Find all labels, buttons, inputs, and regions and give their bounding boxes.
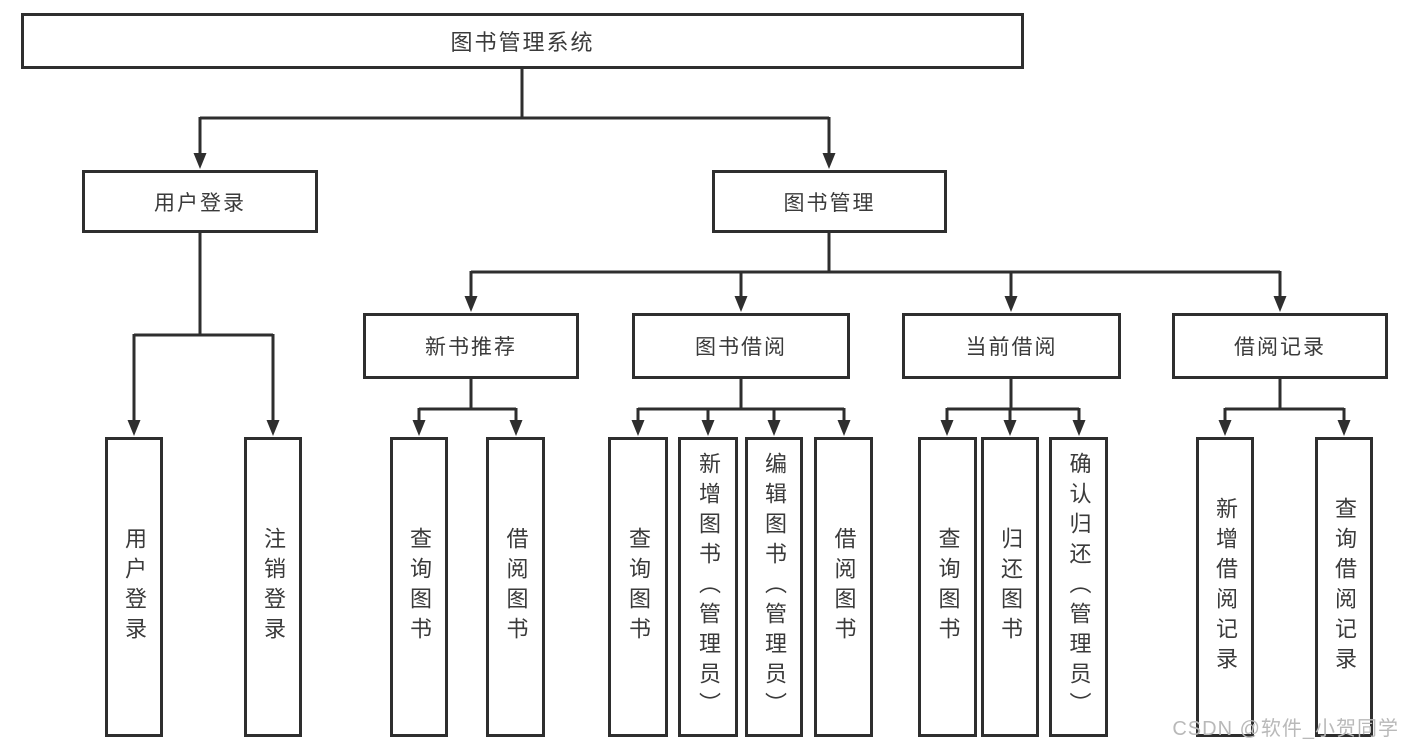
node-label: 查询图书 — [407, 527, 432, 647]
node-label: 新增图书（管理员） — [696, 452, 721, 722]
arrowhead — [1218, 420, 1232, 436]
leaf-query-books-current: 查询图书 — [918, 437, 977, 737]
arrowhead — [837, 420, 851, 436]
arrowhead — [412, 420, 426, 436]
arrowhead — [193, 153, 207, 169]
node-label: 查询图书 — [935, 527, 961, 647]
node-label: 图书管理 — [783, 191, 876, 215]
node-label: 注销登录 — [261, 527, 286, 647]
node-label: 归还图书 — [998, 527, 1023, 647]
node-label: 确认归还（管理员） — [1066, 452, 1092, 722]
node-label: 图书管理系统 — [450, 30, 595, 55]
connector-path — [132, 69, 1346, 423]
arrowhead — [1273, 296, 1287, 312]
node-label: 借阅图书 — [831, 527, 857, 647]
node-current-borrow: 当前借阅 — [902, 313, 1121, 379]
node-book-management: 图书管理 — [712, 170, 947, 233]
leaf-borrow-books-recommend: 借阅图书 — [486, 437, 545, 737]
node-book-borrow: 图书借阅 — [632, 313, 850, 379]
arrowhead — [266, 420, 280, 436]
node-label: 当前借阅 — [965, 336, 1058, 359]
node-new-book-recommend: 新书推荐 — [363, 313, 579, 379]
arrowhead — [701, 420, 715, 436]
leaf-query-borrow-record: 查询借阅记录 — [1315, 437, 1373, 737]
node-label: 新书推荐 — [425, 336, 517, 359]
node-label: 查询借阅记录 — [1332, 497, 1357, 677]
arrowhead — [822, 153, 836, 169]
arrowhead — [631, 420, 645, 436]
leaf-query-books-recommend: 查询图书 — [390, 437, 448, 737]
leaf-borrow-books: 借阅图书 — [814, 437, 873, 737]
arrowhead — [127, 420, 141, 436]
arrowhead — [734, 296, 748, 312]
node-label: 用户登录 — [154, 191, 246, 215]
leaf-add-books-admin: 新增图书（管理员） — [678, 437, 738, 737]
leaf-return-books: 归还图书 — [981, 437, 1039, 737]
node-user-login: 用户登录 — [82, 170, 318, 233]
node-label: 借阅记录 — [1234, 336, 1326, 359]
arrowhead — [767, 420, 781, 436]
arrowhead — [509, 420, 523, 436]
node-label: 用户登录 — [122, 527, 147, 647]
leaf-logout: 注销登录 — [244, 437, 302, 737]
arrowhead — [1003, 420, 1017, 436]
arrowhead — [1072, 420, 1086, 436]
node-label: 新增借阅记录 — [1213, 497, 1238, 677]
watermark-text: CSDN @软件_小贺同学 — [1172, 718, 1399, 740]
node-label: 查询图书 — [626, 527, 651, 647]
node-label: 借阅图书 — [503, 527, 529, 647]
node-label: 编辑图书（管理员） — [762, 452, 787, 722]
node-library-system: 图书管理系统 — [21, 13, 1024, 69]
arrowhead — [464, 296, 478, 312]
leaf-query-books-borrow: 查询图书 — [608, 437, 668, 737]
node-borrow-records: 借阅记录 — [1172, 313, 1388, 379]
leaf-add-borrow-record: 新增借阅记录 — [1196, 437, 1254, 737]
arrowhead — [1004, 296, 1018, 312]
leaf-user-login: 用户登录 — [105, 437, 163, 737]
leaf-edit-books-admin: 编辑图书（管理员） — [745, 437, 803, 737]
node-label: 图书借阅 — [695, 336, 787, 359]
leaf-confirm-return-admin: 确认归还（管理员） — [1049, 437, 1108, 737]
arrowhead — [1337, 420, 1351, 436]
arrowhead — [940, 420, 954, 436]
